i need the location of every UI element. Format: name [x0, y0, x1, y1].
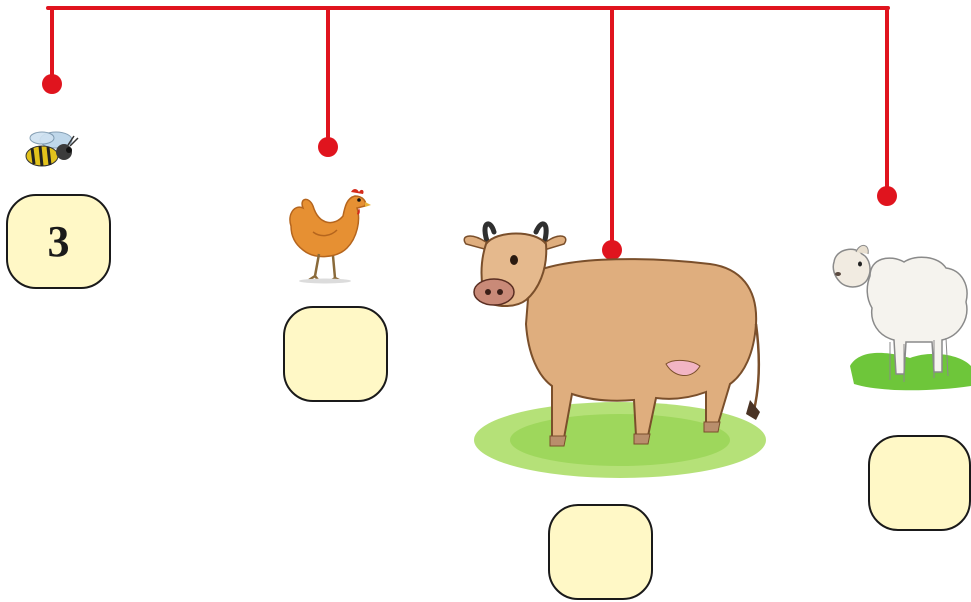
bee-connector-dot: [42, 74, 62, 94]
hen-connector-dot: [318, 137, 338, 157]
hen-icon: [289, 189, 371, 284]
cow-connector-dot: [602, 240, 622, 260]
bee-answer-value: 3: [47, 217, 70, 266]
sheep-connector-dot: [877, 186, 897, 206]
cow-icon: [463, 221, 766, 478]
cow-answer-box[interactable]: [548, 504, 653, 600]
bee-icon: [25, 131, 79, 167]
bee-answer-box[interactable]: 3: [6, 194, 111, 289]
hen-answer-box[interactable]: [283, 306, 388, 402]
sheep-answer-box[interactable]: [868, 435, 971, 531]
sheep-icon: [832, 245, 971, 391]
